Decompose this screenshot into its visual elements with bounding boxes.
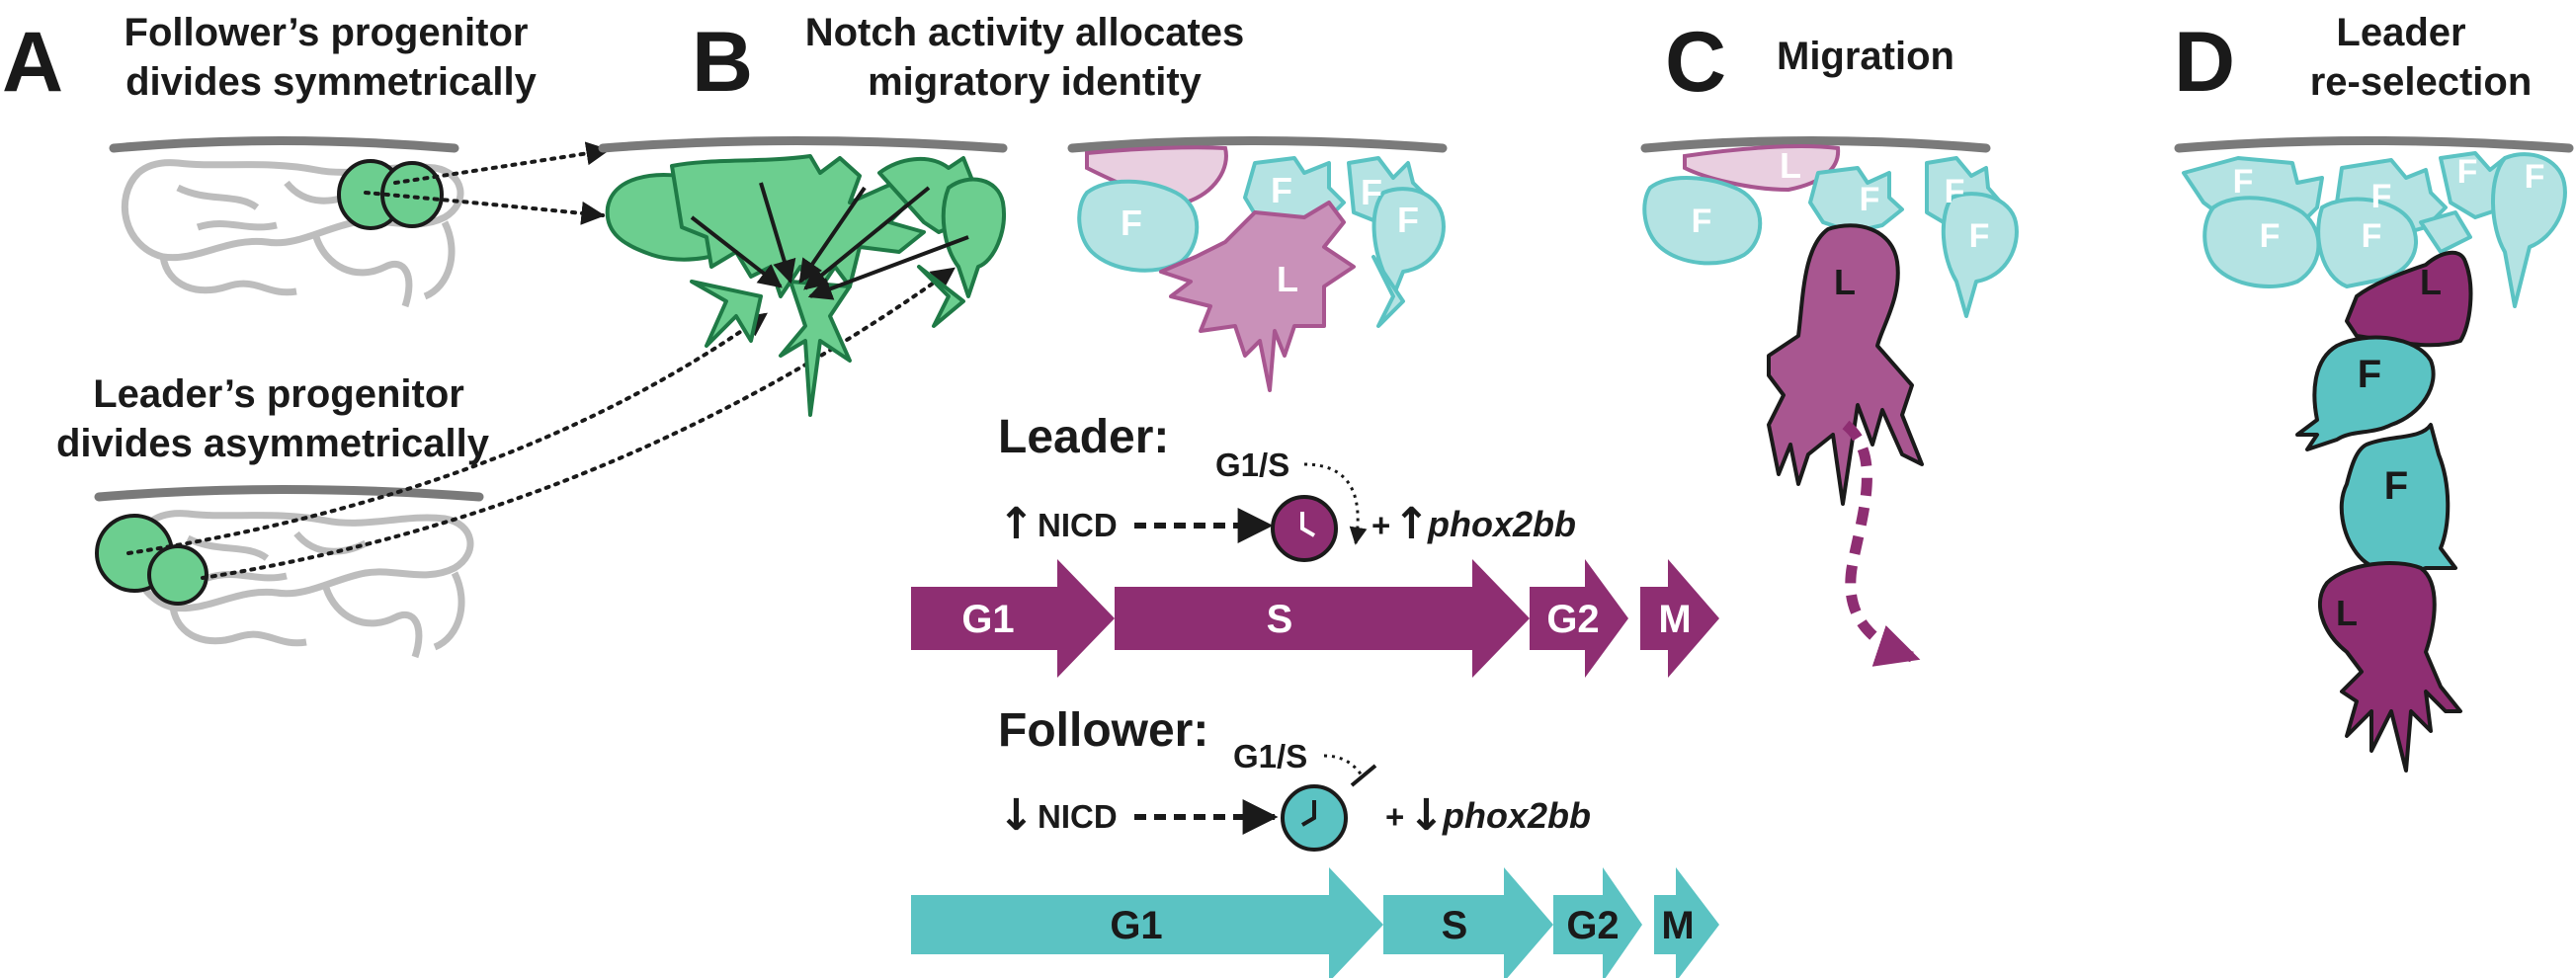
leader-heading: Leader: <box>998 411 1169 463</box>
leader-cell-label: L <box>1277 259 1298 299</box>
clock-hands-icon <box>1300 512 1316 537</box>
leader-phase-g1 <box>911 559 1115 678</box>
follower-cell-label: F <box>2384 464 2408 508</box>
leader-checkpoint-arrow <box>1303 462 1368 545</box>
follower-cell-label: F <box>2525 158 2545 196</box>
leader-nicd-arrow: ↑ <box>998 499 1035 549</box>
leader-phase-g2 <box>1530 559 1628 678</box>
panel-d-letter: D <box>2174 15 2235 110</box>
follower-heading: Follower: <box>998 704 1208 757</box>
follower-gene-arrow: ↓ <box>1408 790 1445 841</box>
leader-phase-m-label: M <box>1658 598 1691 641</box>
leader-phase-g1-label: G1 <box>961 598 1014 641</box>
clock-hands-icon <box>1300 800 1316 827</box>
leader-cell-label: L <box>1834 262 1856 302</box>
follower-cells <box>2182 151 2567 308</box>
follower-cell-label: F <box>1271 170 1292 210</box>
follower-phase-s <box>1383 867 1553 978</box>
green-cluster <box>598 136 1008 417</box>
panel-a-sub-line1: Leader’s progenitor <box>93 372 464 416</box>
panel-a-title-line1: Follower’s progenitor <box>125 11 529 54</box>
follower-cell-label: F <box>1361 172 1382 212</box>
panel-b: B Notch activity allocates migratory ide… <box>598 11 1719 978</box>
follower-checkpoint: G1/S <box>1233 738 1307 774</box>
leader-checkpoint: G1/S <box>1215 447 1289 483</box>
lineage-arrows <box>126 141 956 580</box>
progenitor-top <box>337 159 444 230</box>
follower-cell-label: F <box>1945 173 1965 210</box>
panel-b-title-line2: migratory identity <box>868 60 1203 104</box>
leader-phase-s <box>1115 559 1530 678</box>
leader-cell-label: L <box>2420 262 2442 302</box>
leader-cell <box>1159 201 1356 392</box>
leader-phase-g2-label: G2 <box>1546 598 1599 641</box>
follower-cell-label: F <box>2358 353 2381 396</box>
follower-cycle: Follower: ↓ NICD G1/S + ↓ phox2bb G1 S G… <box>911 704 1719 978</box>
leader-cell-label: L <box>2336 593 2358 633</box>
follower-nicd-label: NICD <box>1038 798 1118 835</box>
follower-phase-g1-label: G1 <box>1110 904 1162 947</box>
leader-cell <box>1767 223 1924 506</box>
follower-phase-g1 <box>911 867 1383 978</box>
leader-plus: + <box>1371 507 1390 543</box>
follower-cell-label: F <box>1692 203 1712 240</box>
follower-phase-g2-label: G2 <box>1566 904 1619 947</box>
panel-d: D Leader re-selection F F F F F F L F F … <box>2174 11 2574 773</box>
leader-gene-arrow: ↑ <box>1393 499 1430 549</box>
follower-cell-label: F <box>1969 217 1990 255</box>
follower-cell-chain <box>2295 335 2436 451</box>
follower-cells <box>1642 156 2019 318</box>
panel-c-title: Migration <box>1777 35 1954 78</box>
follower-cell-label: F <box>1397 200 1419 240</box>
panel-a: A Follower’s progenitor divides symmetri… <box>2 11 538 659</box>
leader-phase-m <box>1640 559 1719 678</box>
follower-cell-label: F <box>2371 178 2392 215</box>
follower-phase-g2 <box>1553 867 1642 978</box>
leader-phase-s-label: S <box>1267 598 1293 641</box>
inhibition-bar-icon <box>1350 764 1377 787</box>
identity-cluster: L F F F F <box>1067 136 1448 392</box>
follower-phase-m <box>1654 867 1719 978</box>
follower-cell-label: F <box>2457 153 2478 191</box>
panel-b-title-line1: Notch activity allocates <box>805 11 1245 54</box>
follower-phase-m-label: M <box>1661 904 1694 947</box>
follower-cells <box>1077 156 1446 328</box>
membrane-cell-label: L <box>1780 145 1801 186</box>
leader-cell-bottom <box>2317 561 2462 773</box>
ectoderm-line <box>109 136 459 153</box>
embryo-top <box>109 136 464 308</box>
panel-a-letter: A <box>2 15 63 110</box>
follower-gene: phox2bb <box>1442 795 1591 836</box>
panel-c: C Migration L F F F F L <box>1640 15 2019 667</box>
leader-cycle: Leader: ↑ NICD G1/S + ↑ phox2bb G1 S G2 … <box>911 411 1719 678</box>
ectoderm-line <box>94 485 484 502</box>
follower-cell-label: F <box>1121 203 1142 243</box>
panel-d-title-line2: re-selection <box>2310 60 2533 104</box>
embryo-outline <box>121 159 464 308</box>
panel-a-title-line2: divides symmetrically <box>125 60 538 104</box>
follower-cell-label: F <box>2362 217 2382 255</box>
leader-nicd-label: NICD <box>1038 507 1118 543</box>
embryo-bottom <box>94 485 484 659</box>
follower-checkpoint-inhibit <box>1323 754 1364 776</box>
follower-cell-label: F <box>2233 163 2254 201</box>
follower-plus: + <box>1385 798 1404 835</box>
panel-d-title-line1: Leader <box>2336 11 2465 54</box>
follower-cell-label: F <box>2260 217 2281 255</box>
panel-c-letter: C <box>1665 15 1726 110</box>
panel-b-letter: B <box>692 15 753 110</box>
follower-phase-s-label: S <box>1442 904 1468 947</box>
follower-cell-label: F <box>1860 181 1880 218</box>
migration-path-arrow <box>1842 420 1921 667</box>
progenitor-bottom <box>95 514 208 606</box>
follower-nicd-arrow: ↓ <box>998 790 1035 841</box>
leader-gene: phox2bb <box>1427 504 1576 544</box>
panel-a-sub-line2: divides asymmetrically <box>56 422 490 465</box>
